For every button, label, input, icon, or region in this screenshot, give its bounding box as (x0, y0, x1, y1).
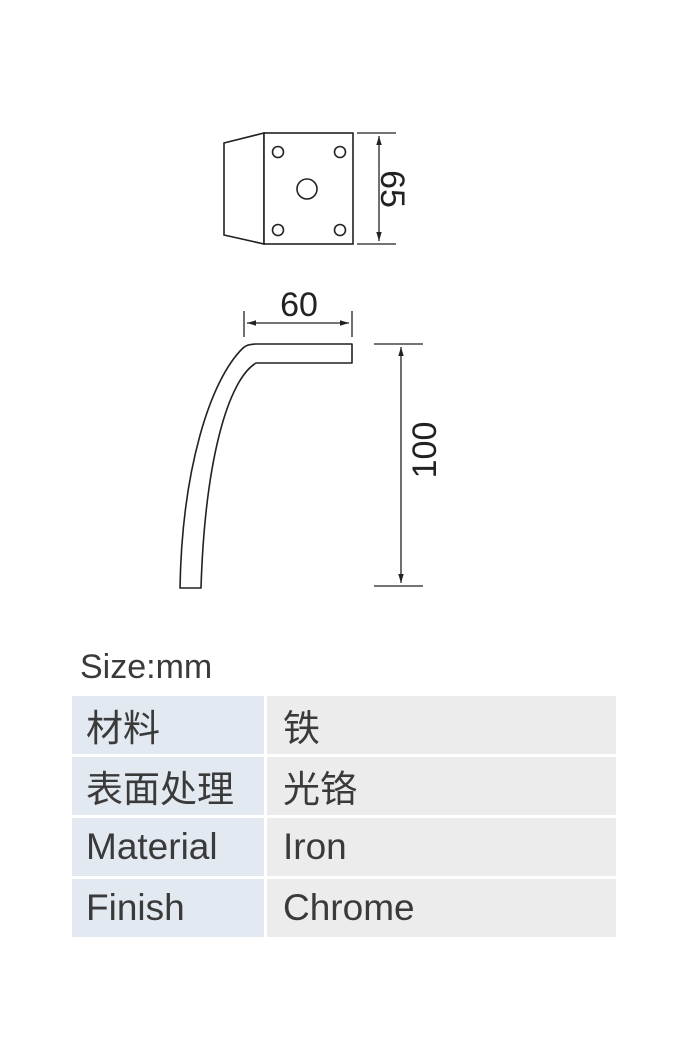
spec-row-finish: Finish Chrome (72, 877, 616, 940)
spec-row-material-cn: 材料 铁 (72, 696, 616, 757)
spec-key: 表面处理 (72, 755, 267, 818)
screw-hole-top-left (271, 145, 285, 159)
dimension-label-65: 65 (373, 170, 411, 208)
spec-key: Material (72, 816, 267, 879)
spec-row-finish-cn: 表面处理 光铬 (72, 755, 616, 818)
spec-value: 铁 (265, 696, 616, 757)
dimension-leg-height (374, 343, 423, 587)
dimension-label-100: 100 (406, 422, 444, 479)
plate-side-face (223, 131, 265, 245)
curved-leg-profile (179, 343, 353, 589)
dimension-top-height (357, 132, 396, 245)
spec-key: Finish (72, 877, 267, 940)
spec-key: 材料 (72, 696, 267, 757)
dimension-label-60: 60 (280, 286, 318, 324)
spec-table: 材料 铁 表面处理 光铬 Material Iron Finish Chrome (72, 696, 616, 940)
center-bolt-hole (296, 178, 318, 200)
spec-value: 光铬 (265, 755, 616, 818)
size-unit-label: Size:mm (80, 648, 213, 686)
mounting-plate-top-view (223, 131, 354, 245)
screw-hole-bottom-left (271, 223, 285, 237)
technical-drawing: 65 60 100 (179, 131, 444, 589)
spec-value: Iron (265, 816, 616, 879)
screw-hole-top-right (333, 145, 347, 159)
screw-hole-bottom-right (333, 223, 347, 237)
dimension-bend-width (243, 311, 353, 337)
spec-value: Chrome (265, 877, 616, 940)
spec-row-material: Material Iron (72, 816, 616, 879)
